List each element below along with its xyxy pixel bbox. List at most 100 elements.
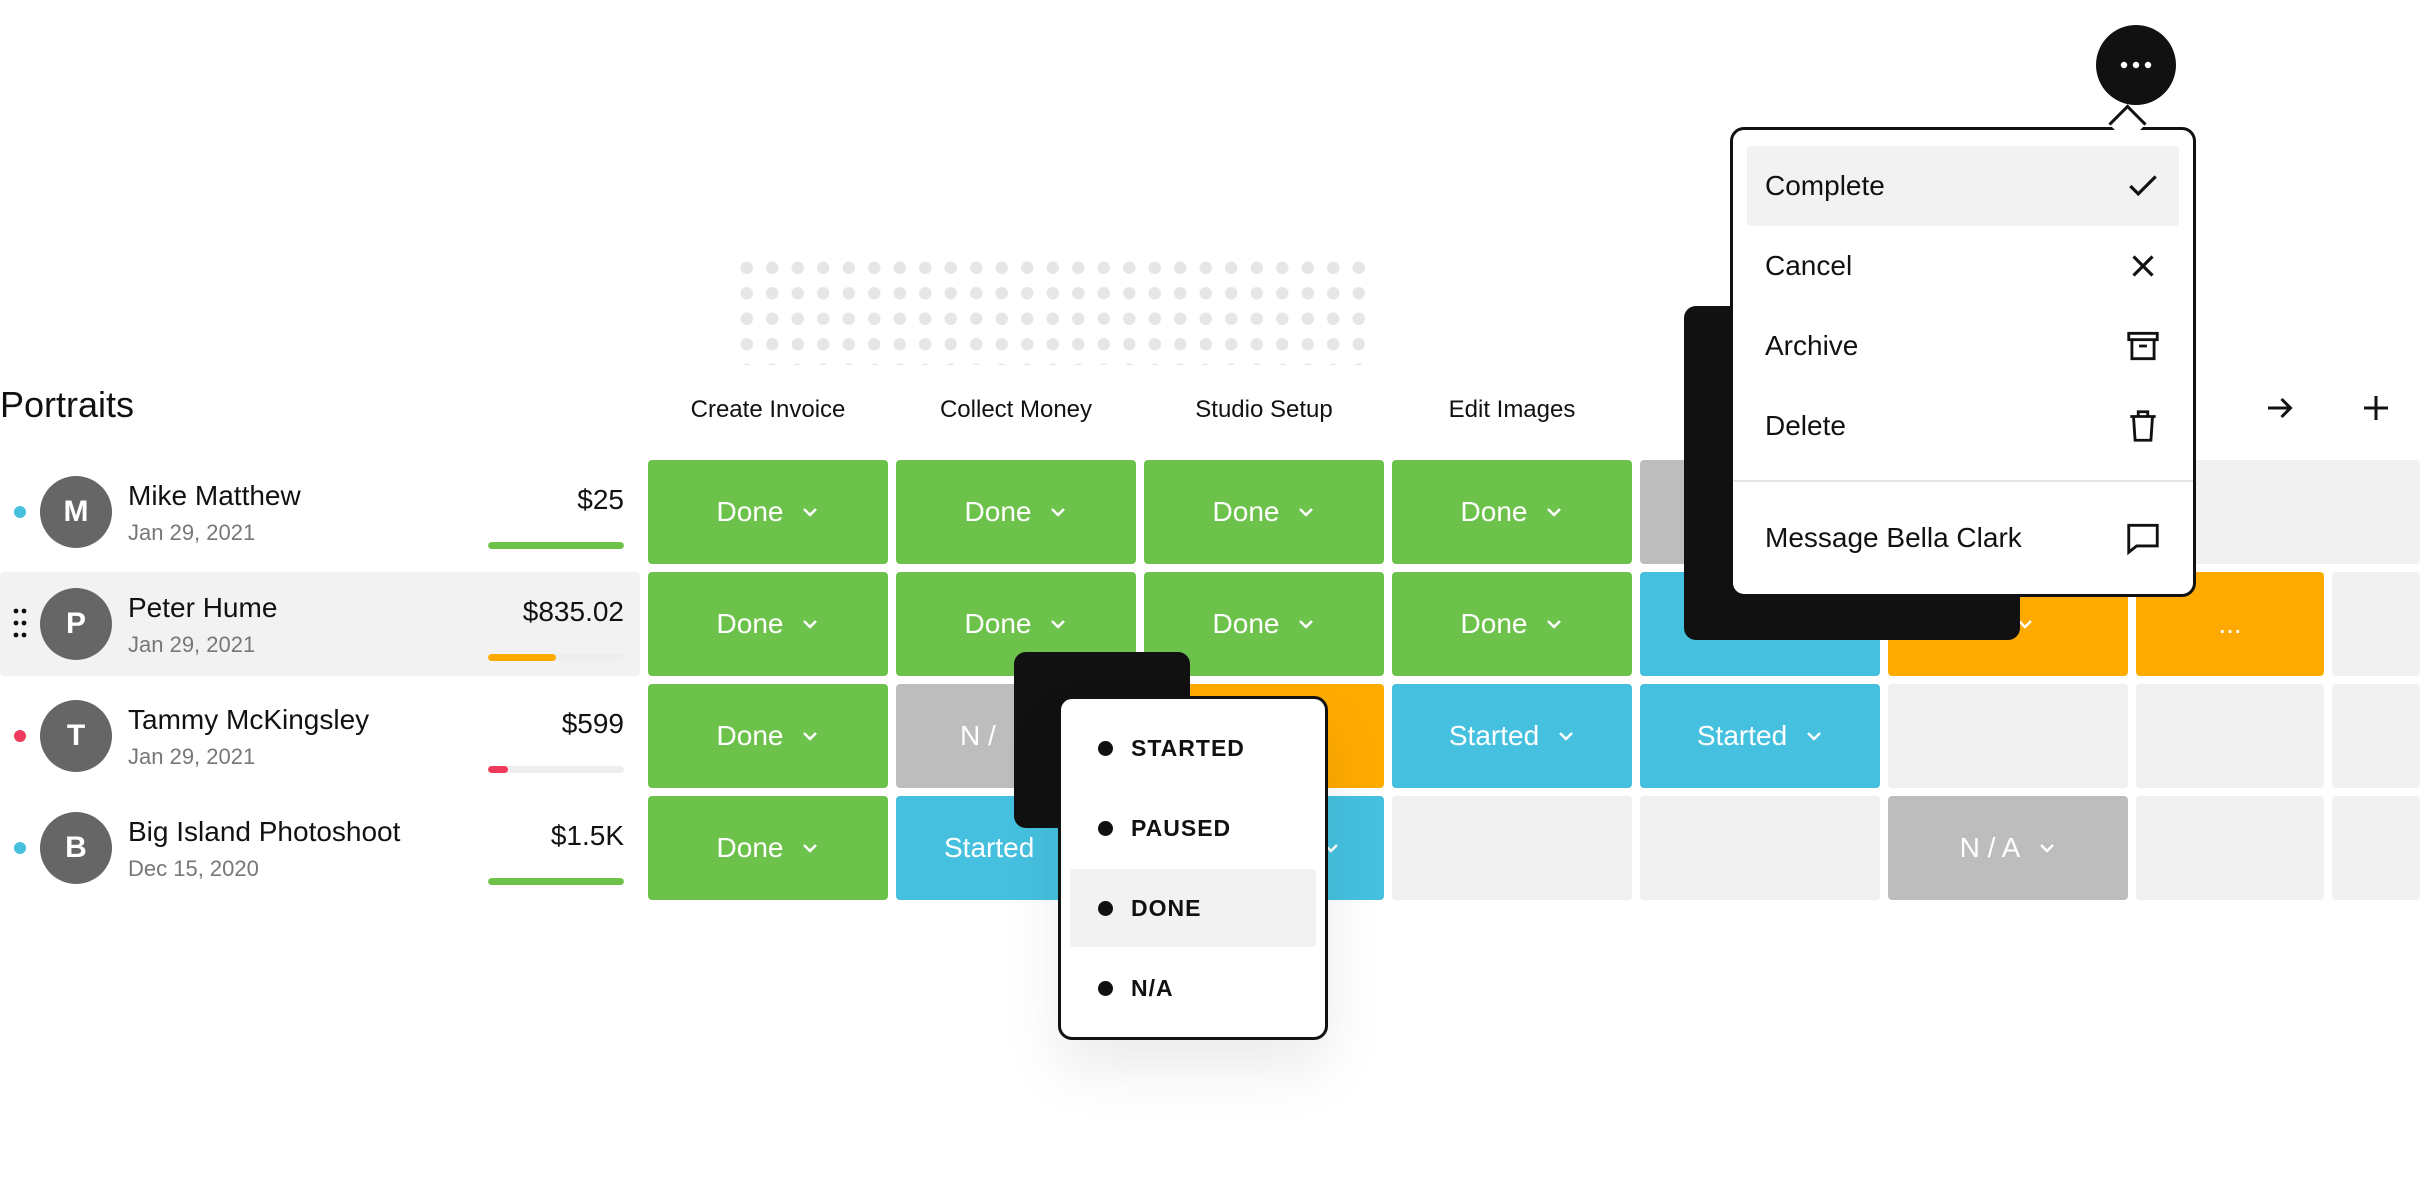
project-price: $1.5K bbox=[550, 820, 624, 851]
decorative-dot-pattern bbox=[734, 255, 1374, 365]
status-cell-empty[interactable] bbox=[2332, 684, 2420, 788]
status-cell-empty[interactable] bbox=[2136, 684, 2324, 788]
status-dot bbox=[14, 506, 26, 518]
avatar: M bbox=[40, 476, 112, 548]
avatar: B bbox=[40, 812, 112, 884]
project-name[interactable]: Peter Hume bbox=[128, 592, 278, 623]
status-dot bbox=[14, 842, 26, 854]
status-label: Done bbox=[716, 832, 784, 863]
project-date: Jan 29, 2021 bbox=[128, 520, 256, 545]
status-label: Done bbox=[716, 720, 784, 751]
column-header-studio-setup: Studio Setup bbox=[1195, 396, 1333, 423]
project-row[interactable]: M Mike Matthew Jan 29, 2021 $25 bbox=[0, 460, 640, 564]
status-option-na[interactable]: N/A bbox=[1070, 949, 1316, 1027]
chevron-down-icon bbox=[803, 620, 818, 629]
status-cell[interactable]: Started bbox=[1640, 684, 1880, 788]
status-label: Done bbox=[964, 496, 1032, 527]
progress-fill bbox=[488, 654, 556, 661]
bullet-icon bbox=[1098, 980, 1113, 996]
status-cell-empty[interactable] bbox=[2332, 572, 2420, 676]
bullet-icon bbox=[1098, 820, 1113, 836]
progress-fill bbox=[488, 766, 509, 773]
menu-item-delete[interactable]: Delete bbox=[1747, 386, 2179, 466]
chevron-down-icon bbox=[1807, 732, 1821, 741]
status-label: Done bbox=[1460, 496, 1528, 527]
menu-item-cancel[interactable]: Cancel bbox=[1747, 226, 2179, 306]
project-row[interactable]: B Big Island Photoshoot Dec 15, 2020 $1.… bbox=[0, 796, 640, 900]
progress-bar bbox=[488, 766, 624, 773]
project-date: Jan 29, 2021 bbox=[128, 744, 256, 769]
check-icon bbox=[2123, 166, 2163, 206]
column-header-collect-money: Collect Money bbox=[939, 396, 1093, 423]
progress-fill bbox=[488, 878, 624, 885]
avatar: T bbox=[40, 700, 112, 772]
arrow-right-icon[interactable] bbox=[2256, 384, 2304, 432]
status-cell[interactable]: N / A bbox=[1888, 796, 2128, 900]
project-row[interactable]: T Tammy McKingsley Jan 29, 2021 $599 bbox=[0, 684, 640, 788]
chevron-down-icon bbox=[2017, 620, 2032, 629]
project-row[interactable]: P Peter Hume Jan 29, 2021 $835.02 bbox=[0, 572, 640, 676]
progress-bar bbox=[488, 542, 624, 549]
column-header-edit-images: Edit Images bbox=[1448, 396, 1576, 423]
close-icon bbox=[2123, 246, 2163, 286]
project-name[interactable]: Tammy McKingsley bbox=[128, 704, 370, 735]
action-menu: Complete Cancel Archive Delete Message B… bbox=[1730, 127, 2196, 597]
chevron-down-icon bbox=[1299, 508, 1314, 517]
bullet-icon bbox=[1098, 900, 1113, 916]
status-cell[interactable]: Done bbox=[1144, 460, 1384, 564]
chevron-down-icon bbox=[1547, 508, 1562, 517]
status-label: Done bbox=[1212, 496, 1280, 527]
plus-icon[interactable] bbox=[2352, 384, 2400, 432]
status-label: Done bbox=[716, 496, 784, 527]
chevron-down-icon bbox=[803, 508, 818, 517]
project-price: $25 bbox=[577, 484, 624, 515]
status-cell-empty[interactable] bbox=[2332, 796, 2420, 900]
status-label: N / bbox=[960, 720, 996, 751]
more-horizontal-icon[interactable] bbox=[2096, 25, 2176, 105]
menu-item-archive[interactable]: Archive bbox=[1747, 306, 2179, 386]
chevron-down-icon bbox=[1299, 620, 1314, 629]
menu-item-complete[interactable]: Complete bbox=[1747, 146, 2179, 226]
status-cell-empty[interactable] bbox=[2332, 460, 2420, 564]
project-name[interactable]: Big Island Photoshoot bbox=[128, 816, 401, 847]
column-header-create-invoice: Create Invoice bbox=[690, 396, 846, 423]
status-label: N / A bbox=[1959, 832, 2021, 863]
status-cell[interactable]: Done bbox=[1392, 460, 1632, 564]
status-option-started[interactable]: STARTED bbox=[1070, 709, 1316, 787]
status-label: Done bbox=[1212, 608, 1280, 639]
progress-fill bbox=[488, 542, 624, 549]
status-cell[interactable]: Done bbox=[648, 796, 888, 900]
avatar: P bbox=[40, 588, 112, 660]
status-cell-empty[interactable] bbox=[1640, 796, 1880, 900]
status-label: ... bbox=[2218, 608, 2242, 639]
status-label: Done bbox=[1460, 608, 1528, 639]
status-cell-empty[interactable] bbox=[1392, 796, 1632, 900]
chevron-down-icon bbox=[1051, 620, 1066, 629]
menu-item-message[interactable]: Message Bella Clark bbox=[1747, 498, 2179, 578]
status-cell-empty[interactable] bbox=[2136, 796, 2324, 900]
project-date: Dec 15, 2020 bbox=[128, 856, 259, 881]
status-cell-empty[interactable] bbox=[1888, 684, 2128, 788]
progress-bar bbox=[488, 654, 624, 661]
status-cell[interactable]: Done bbox=[648, 572, 888, 676]
status-cell[interactable]: Done bbox=[1392, 572, 1632, 676]
project-date: Jan 29, 2021 bbox=[128, 632, 256, 657]
status-dropdown-menu: STARTED PAUSED DONE N/A bbox=[1058, 696, 1328, 1040]
chevron-down-icon bbox=[1051, 508, 1066, 517]
archive-icon bbox=[2123, 326, 2163, 366]
trash-icon bbox=[2123, 406, 2163, 446]
status-cell[interactable]: Done bbox=[648, 460, 888, 564]
status-cell[interactable]: Done bbox=[896, 460, 1136, 564]
progress-bar bbox=[488, 878, 624, 885]
project-name[interactable]: Mike Matthew bbox=[128, 480, 301, 511]
status-cell[interactable]: Started bbox=[1392, 684, 1632, 788]
status-option-paused[interactable]: PAUSED bbox=[1070, 789, 1316, 867]
status-option-done[interactable]: DONE bbox=[1070, 869, 1316, 947]
drag-handle-icon[interactable] bbox=[12, 606, 28, 640]
status-label: Started bbox=[944, 832, 1035, 863]
status-cell[interactable]: Done bbox=[648, 684, 888, 788]
status-dot bbox=[14, 730, 26, 742]
project-price: $599 bbox=[561, 708, 624, 739]
message-icon bbox=[2123, 518, 2163, 558]
chevron-down-icon bbox=[803, 732, 818, 741]
